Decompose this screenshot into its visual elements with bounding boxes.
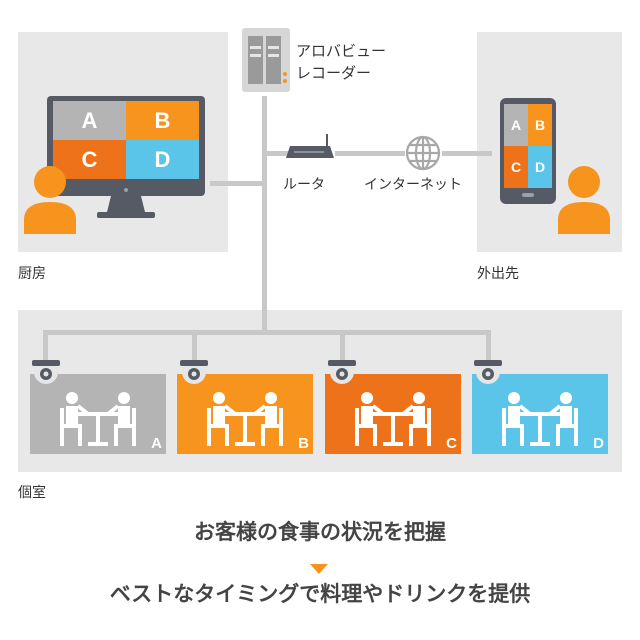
private-room-d: D	[472, 374, 608, 454]
tablet-tile-c: C	[504, 146, 528, 188]
kitchen-link-line	[210, 181, 264, 186]
recorder-label-line2: レコーダー	[296, 64, 372, 82]
camera-icon	[326, 360, 358, 388]
main-vertical-line	[262, 96, 267, 332]
camera-icon	[30, 360, 62, 388]
room-drop-a	[43, 330, 48, 364]
tablet-tile-a: A	[504, 104, 528, 146]
room-drop-b	[192, 330, 197, 364]
room-letter: C	[446, 435, 457, 452]
caption-line1: お客様の食事の状況を把握	[194, 520, 446, 544]
down-arrow-icon	[310, 559, 328, 574]
room-drop-d	[486, 330, 491, 364]
room-letter: D	[593, 435, 604, 452]
router-link-line	[264, 151, 288, 156]
monitor-tile-a: A	[53, 101, 126, 140]
router-label: ルータ	[283, 177, 325, 193]
dining-table-icon	[502, 392, 578, 446]
room-letter: A	[151, 435, 162, 452]
dining-table-icon	[60, 392, 136, 446]
caption-line2: ベストなタイミングで料理やドリンクを提供	[109, 582, 531, 606]
camera-icon	[178, 360, 210, 388]
monitor-tile-c: C	[53, 140, 126, 179]
room-letter: B	[298, 435, 309, 452]
camera-icon	[472, 360, 504, 388]
dining-table-icon	[355, 392, 431, 446]
tablet-tile-b: B	[528, 104, 552, 146]
router-icon	[286, 134, 334, 160]
private-room-b: B	[177, 374, 313, 454]
kitchen-label: 厨房	[18, 266, 46, 282]
tablet-tile-d: D	[528, 146, 552, 188]
remote-person-icon	[556, 160, 612, 234]
kitchen-person-icon	[22, 160, 78, 234]
dining-table-icon	[207, 392, 283, 446]
internet-label: インターネット	[364, 177, 462, 193]
monitor-tile-b: B	[126, 101, 199, 140]
remote-label: 外出先	[477, 266, 519, 282]
room-drop-c	[340, 330, 345, 364]
rooms-bus-line	[43, 330, 490, 335]
private-room-a: A	[30, 374, 166, 454]
monitor-tile-d: D	[126, 140, 199, 179]
private-rooms-label: 個室	[18, 485, 46, 501]
globe-icon	[404, 134, 442, 172]
router-internet-line	[335, 151, 405, 156]
private-room-c: C	[325, 374, 461, 454]
internet-remote-line	[442, 151, 492, 156]
recorder-label-line1: アロバビュー	[296, 42, 387, 60]
recorder-icon	[242, 28, 290, 92]
